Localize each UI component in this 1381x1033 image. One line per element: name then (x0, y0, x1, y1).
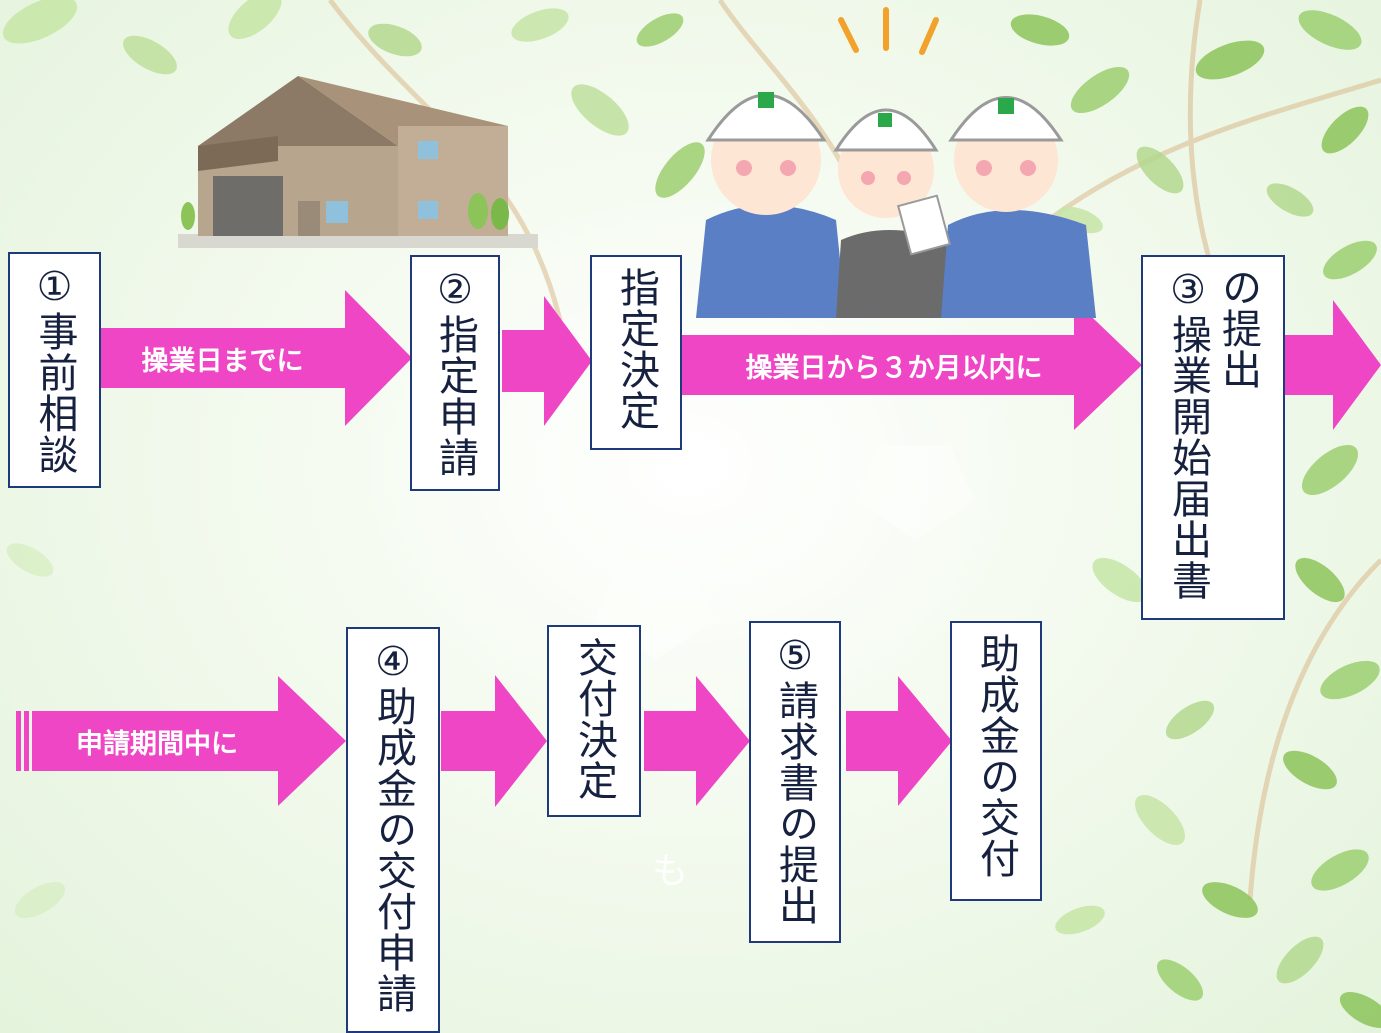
step-designation-application-label: ②指定申請 (432, 267, 478, 478)
arrow-by-operation-date (100, 290, 412, 426)
step-operation-start-notice: ③操業開始届出書 の提出 (1141, 255, 1285, 620)
grant-payment: 助成金の交付 (950, 621, 1042, 901)
arrow-label-by-operation-date: 操業日までに (141, 345, 304, 377)
designation-decision: 指定決定 (590, 255, 682, 450)
arrow-during-application-period (16, 676, 346, 806)
step-operation-start-notice-label-2: の提出 (1215, 267, 1261, 390)
arrow-to-grant-decision (441, 675, 547, 807)
step-operation-start-notice-label-1: ③操業開始届出書 (1165, 267, 1211, 601)
grant-decision-label: 交付決定 (571, 637, 617, 801)
faint-background-character: も (652, 851, 689, 892)
arrow-label-during-application-period: 申請期間中に (76, 728, 238, 760)
step-invoice-submission-label: ⑤請求書の提出 (772, 633, 818, 926)
designation-decision-label: 指定決定 (613, 267, 659, 431)
arrow-label-within-three-months: 操業日から３か月以内に (745, 352, 1043, 384)
step-designation-application: ②指定申請 (410, 255, 500, 491)
arrow-to-next-row (1285, 300, 1381, 430)
step-grant-application-label: ④助成金の交付申請 (370, 639, 416, 1014)
arrow-to-grant-payment (846, 676, 952, 806)
step-invoice-submission: ⑤請求書の提出 (749, 621, 841, 943)
step-prior-consultation: ①事前相談 (8, 252, 101, 488)
grant-decision: 交付決定 (547, 625, 641, 817)
grant-payment-label: 助成金の交付 (973, 633, 1019, 879)
factory-illustration (178, 76, 538, 248)
workers-illustration (696, 7, 1096, 318)
step-grant-application: ④助成金の交付申請 (346, 627, 440, 1033)
arrow-within-three-months (682, 300, 1142, 430)
arrow-to-designation-decision (502, 296, 592, 426)
step-prior-consultation-label: ①事前相談 (31, 264, 78, 475)
arrow-to-invoice (644, 676, 750, 806)
